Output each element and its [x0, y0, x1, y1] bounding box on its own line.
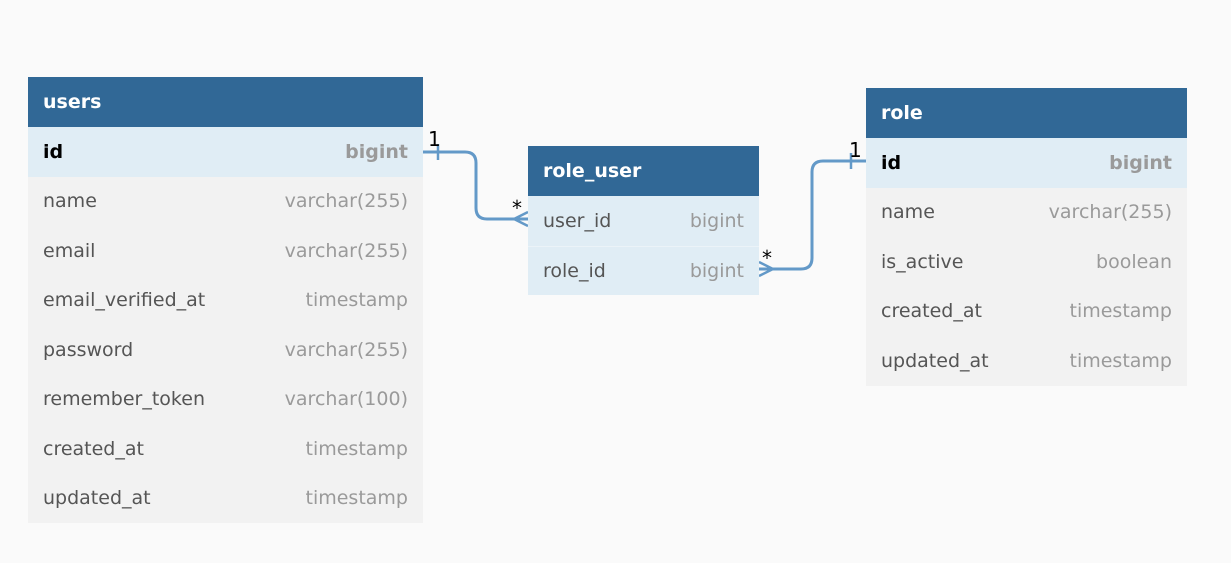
- table-role[interactable]: role id bigint name varchar(255) is_acti…: [866, 88, 1187, 386]
- column-row-created-at[interactable]: created_at timestamp: [28, 424, 423, 474]
- column-row-remember-token[interactable]: remember_token varchar(100): [28, 374, 423, 424]
- column-row-password[interactable]: password varchar(255): [28, 325, 423, 375]
- column-type: boolean: [1096, 250, 1172, 273]
- table-title: role: [881, 102, 923, 124]
- table-role-user[interactable]: role_user user_id bigint role_id bigint: [528, 146, 759, 295]
- column-type: timestamp: [1069, 300, 1173, 323]
- table-users[interactable]: users id bigint name varchar(255) email …: [28, 77, 423, 523]
- column-type: varchar(255): [284, 239, 408, 262]
- many-marker-role-id: [758, 260, 776, 278]
- cardinality-one-role: 1: [849, 138, 862, 162]
- column-type: varchar(255): [284, 190, 408, 213]
- cardinality-many-role-id: *: [762, 246, 772, 270]
- column-name: email: [43, 239, 96, 262]
- column-row-email-verified-at[interactable]: email_verified_at timestamp: [28, 275, 423, 325]
- column-row-email[interactable]: email varchar(255): [28, 226, 423, 276]
- column-type: varchar(255): [1048, 201, 1172, 224]
- relation-users-role-user: [423, 150, 528, 221]
- column-name: updated_at: [43, 487, 151, 510]
- column-row-updated-at[interactable]: updated_at timestamp: [866, 336, 1187, 386]
- cardinality-one-users: 1: [428, 127, 441, 151]
- column-type: timestamp: [1069, 349, 1173, 372]
- column-type: varchar(255): [284, 338, 408, 361]
- table-header[interactable]: role: [866, 88, 1187, 138]
- column-row-role-id[interactable]: role_id bigint: [528, 245, 759, 295]
- column-type: bigint: [689, 209, 744, 232]
- column-row-name[interactable]: name varchar(255): [28, 176, 423, 226]
- column-name: remember_token: [43, 388, 205, 411]
- cardinality-many-user-id: *: [512, 196, 522, 220]
- column-type: timestamp: [305, 289, 409, 312]
- column-name: name: [881, 201, 935, 224]
- column-type: bigint: [345, 140, 408, 163]
- column-row-created-at[interactable]: created_at timestamp: [866, 286, 1187, 336]
- column-row-id[interactable]: id bigint: [866, 138, 1187, 188]
- column-name: role_id: [543, 259, 606, 282]
- column-name: id: [881, 151, 902, 174]
- column-row-id[interactable]: id bigint: [28, 127, 423, 177]
- column-name: email_verified_at: [43, 289, 206, 312]
- column-name: updated_at: [881, 349, 989, 372]
- many-marker-user-id: [511, 210, 529, 228]
- column-type: timestamp: [305, 487, 409, 510]
- column-row-name[interactable]: name varchar(255): [866, 187, 1187, 237]
- column-name: id: [43, 140, 64, 163]
- column-name: is_active: [881, 250, 964, 273]
- column-name: user_id: [543, 209, 612, 232]
- table-header[interactable]: role_user: [528, 146, 759, 196]
- column-row-updated-at[interactable]: updated_at timestamp: [28, 473, 423, 523]
- column-row-user-id[interactable]: user_id bigint: [528, 196, 759, 246]
- column-row-is-active[interactable]: is_active boolean: [866, 237, 1187, 287]
- column-type: varchar(100): [284, 388, 408, 411]
- table-header[interactable]: users: [28, 77, 423, 127]
- column-name: created_at: [43, 437, 144, 460]
- column-type: timestamp: [305, 437, 409, 460]
- column-name: created_at: [881, 300, 982, 323]
- table-title: users: [43, 91, 102, 113]
- column-name: name: [43, 190, 97, 213]
- column-type: bigint: [689, 259, 744, 282]
- table-title: role_user: [543, 160, 642, 182]
- column-type: bigint: [1109, 151, 1172, 174]
- relation-role-role-user: [759, 159, 866, 271]
- column-name: password: [43, 338, 134, 361]
